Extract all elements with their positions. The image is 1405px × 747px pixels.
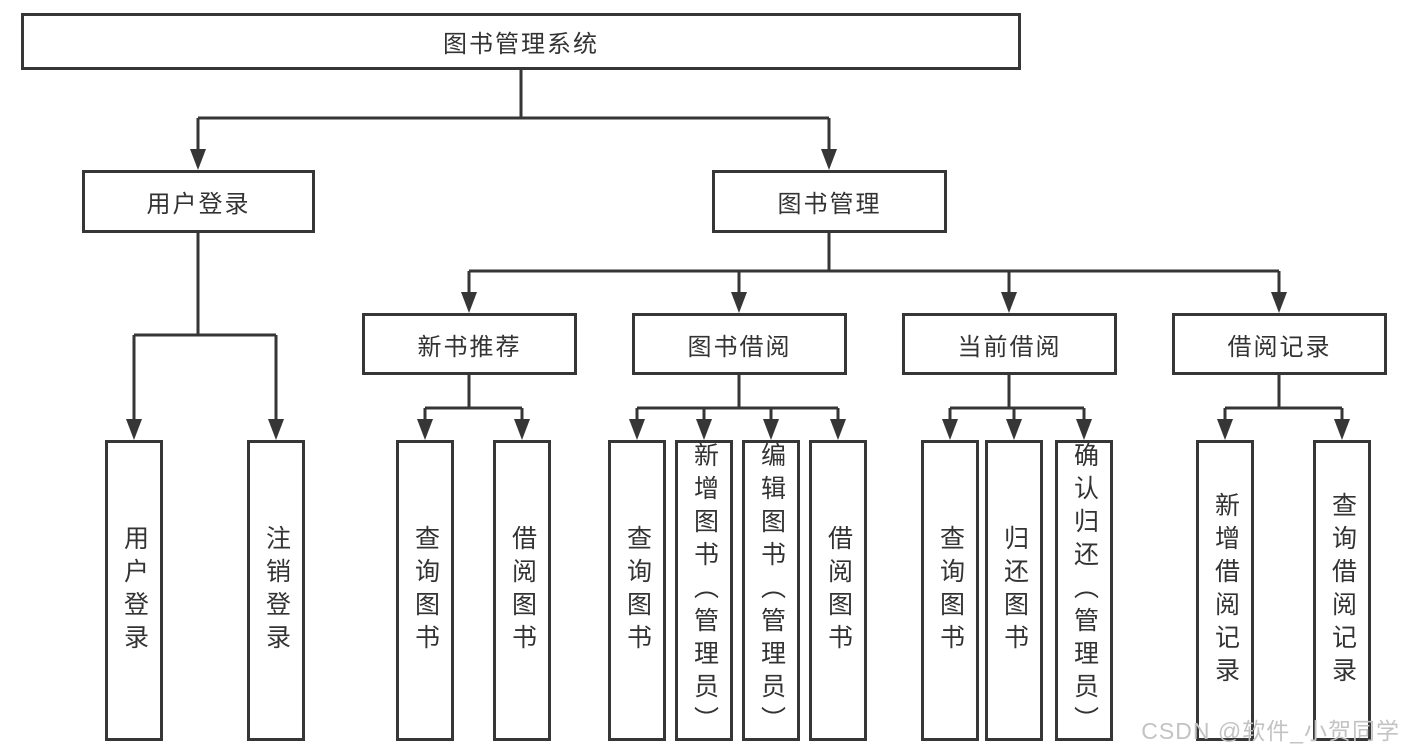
leaf-borrow-books: 借阅图书 xyxy=(493,440,551,741)
leaf-borrow-books: 借阅图书 xyxy=(809,440,867,741)
leaf-label: 注销登录 xyxy=(262,524,291,657)
leaf-label: 编辑图书（管理员） xyxy=(757,442,786,739)
leaf-label: 查询图书 xyxy=(411,524,440,657)
node-book-management: 图书管理 xyxy=(712,170,947,233)
node-label: 用户登录 xyxy=(146,191,251,218)
leaf-label: 查询图书 xyxy=(623,524,652,657)
leaf-add-borrow-record: 新增借阅记录 xyxy=(1196,440,1254,741)
leaf-label: 确认归还（管理员） xyxy=(1070,442,1099,739)
node-label: 借阅记录 xyxy=(1227,333,1332,361)
node-book-borrowing: 图书借阅 xyxy=(632,313,847,375)
node-label: 图书借阅 xyxy=(687,333,792,361)
leaf-logout: 注销登录 xyxy=(247,440,305,741)
leaf-add-book-admin: 新增图书（管理员） xyxy=(675,440,733,741)
leaf-search-books: 查询图书 xyxy=(921,440,979,741)
leaf-label: 新增借阅记录 xyxy=(1211,491,1240,690)
leaf-confirm-return-admin: 确认归还（管理员） xyxy=(1055,440,1113,741)
node-new-book-recommendation: 新书推荐 xyxy=(362,313,577,375)
arrow-down-icons xyxy=(126,149,1350,440)
leaf-label: 查询借阅记录 xyxy=(1328,491,1357,690)
leaf-search-books: 查询图书 xyxy=(608,440,666,741)
leaf-user-login: 用户登录 xyxy=(105,440,163,741)
leaf-edit-book-admin: 编辑图书（管理员） xyxy=(742,440,800,741)
csdn-watermark: CSDN @软件_小贺同学 xyxy=(1141,718,1400,744)
leaf-return-books: 归还图书 xyxy=(985,440,1043,741)
node-label: 图书管理 xyxy=(777,191,882,218)
leaf-label: 借阅图书 xyxy=(824,524,853,657)
node-user-login: 用户登录 xyxy=(82,170,315,233)
node-label: 当前借阅 xyxy=(957,333,1062,361)
leaf-label: 用户登录 xyxy=(120,524,149,657)
node-library-management-system: 图书管理系统 xyxy=(21,13,1021,70)
leaf-search-books: 查询图书 xyxy=(396,440,454,741)
node-borrowing-records: 借阅记录 xyxy=(1172,313,1387,375)
leaf-label: 归还图书 xyxy=(1000,524,1029,657)
node-current-borrowing: 当前借阅 xyxy=(902,313,1117,375)
leaf-label: 查询图书 xyxy=(936,524,965,657)
node-label: 新书推荐 xyxy=(417,333,522,361)
node-label: 图书管理系统 xyxy=(443,31,599,58)
leaf-label: 新增图书（管理员） xyxy=(690,442,719,739)
leaf-search-borrow-record: 查询借阅记录 xyxy=(1313,440,1371,741)
leaf-label: 借阅图书 xyxy=(508,524,537,657)
